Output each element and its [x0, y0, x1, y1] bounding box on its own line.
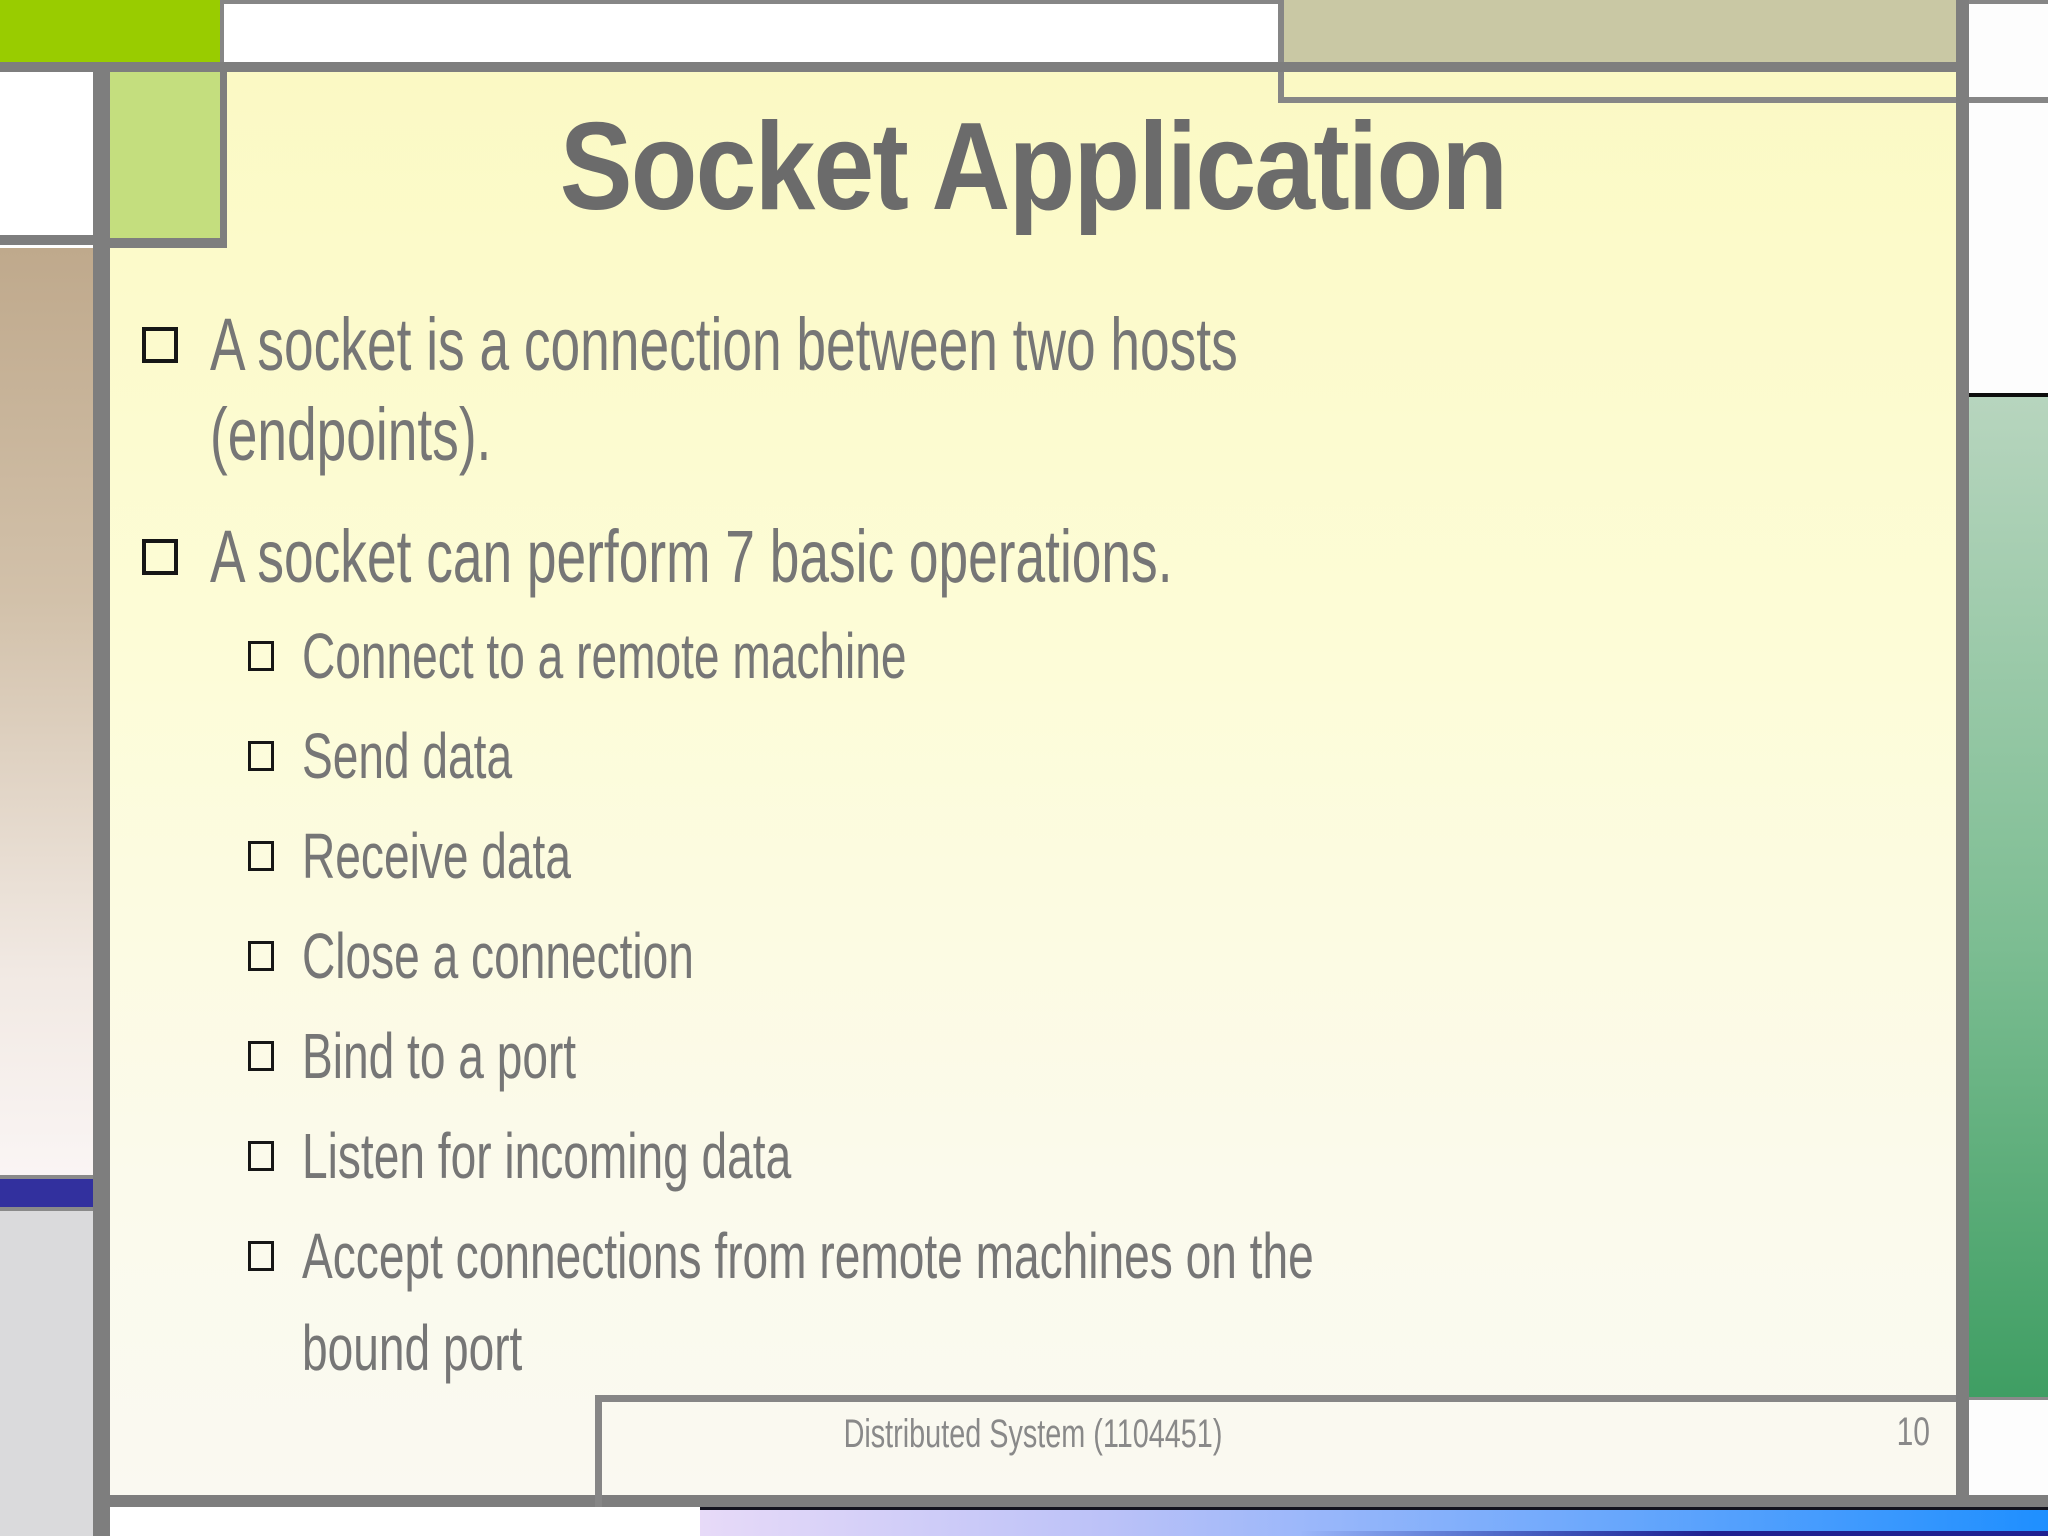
page-title-text: Socket Application — [559, 98, 1508, 236]
slide-background — [110, 72, 1956, 1495]
accent-block-tan — [0, 248, 93, 1175]
bullet-text-line: Bind to a port — [302, 1020, 577, 1092]
accent-block-light-green — [110, 72, 220, 238]
bullet-square-icon — [248, 1041, 274, 1071]
bullet-text-line: A socket can perform 7 basic operations. — [210, 515, 1173, 598]
bullet-square-icon — [142, 539, 178, 575]
bullet-text-line: Accept connections from remote machines … — [302, 1220, 1314, 1292]
slide-right-border — [1956, 0, 1969, 1507]
bullet-text-line: (endpoints). — [210, 393, 492, 476]
khaki-bottom-thin-line — [1284, 97, 2048, 103]
accent-block-left-gray — [0, 1211, 93, 1536]
slide-top-border — [0, 62, 1969, 72]
page-title: Socket Application — [110, 96, 1956, 238]
bullet-square-icon — [248, 641, 274, 671]
bullet-text-line: Close a connection — [302, 920, 694, 992]
bullet-text-line: Connect to a remote machine — [302, 620, 907, 692]
bullet-text-line: bound port — [302, 1312, 523, 1384]
slide-bottom-border — [93, 1495, 2048, 1507]
bullet-item: Receive data — [302, 820, 676, 892]
bullet-square-icon — [248, 841, 274, 871]
blue-bar-bottom-shadow — [1300, 1531, 2048, 1536]
footer-text: Distributed System (1104451) — [843, 1412, 1223, 1456]
accent-bar-green-gradient — [1969, 393, 2048, 1400]
page-number: 10 — [1790, 1410, 1930, 1455]
bullet-item: A socket can perform 7 basic operations. — [210, 512, 1547, 602]
top-edge-line — [0, 0, 2048, 4]
bullet-square-icon — [248, 941, 274, 971]
bullet-text-line: Listen for incoming data — [302, 1120, 792, 1192]
bullet-square-icon — [248, 1141, 274, 1171]
footer-box-left-border — [595, 1395, 602, 1507]
footer-box-top-border — [595, 1395, 1956, 1402]
bullet-square-icon — [248, 741, 274, 771]
bullet-item: Bind to a port — [302, 1020, 683, 1092]
bullet-item: Accept connections from remote machines … — [302, 1210, 1707, 1394]
bullet-text-line: Receive data — [302, 820, 571, 892]
accent-block-bright-green — [0, 0, 220, 63]
bullet-square-icon — [248, 1241, 274, 1271]
accent-block-navy — [0, 1175, 93, 1211]
bullet-item: A socket is a connection between two hos… — [210, 300, 1637, 480]
bullet-item: Listen for incoming data — [302, 1120, 982, 1192]
footer: Distributed System (1104451) — [110, 1412, 1956, 1457]
bullet-item: Close a connection — [302, 920, 846, 992]
bullet-item: Send data — [302, 720, 594, 792]
khaki-left-thin-line — [1278, 0, 1284, 103]
left-white-box-bottom-border — [0, 235, 93, 245]
light-green-right-border — [220, 72, 227, 248]
slide-left-border — [93, 62, 110, 1536]
bullet-square-icon — [142, 327, 178, 363]
bright-green-right-edge — [220, 0, 224, 63]
page-number-text: 10 — [1896, 1410, 1930, 1454]
bullet-text-line: Send data — [302, 720, 513, 792]
bullet-text-line: A socket is a connection between two hos… — [210, 303, 1238, 386]
accent-block-khaki — [1284, 0, 1956, 62]
light-green-bottom-border — [93, 238, 227, 248]
bullet-item: Connect to a remote machine — [302, 620, 1142, 692]
